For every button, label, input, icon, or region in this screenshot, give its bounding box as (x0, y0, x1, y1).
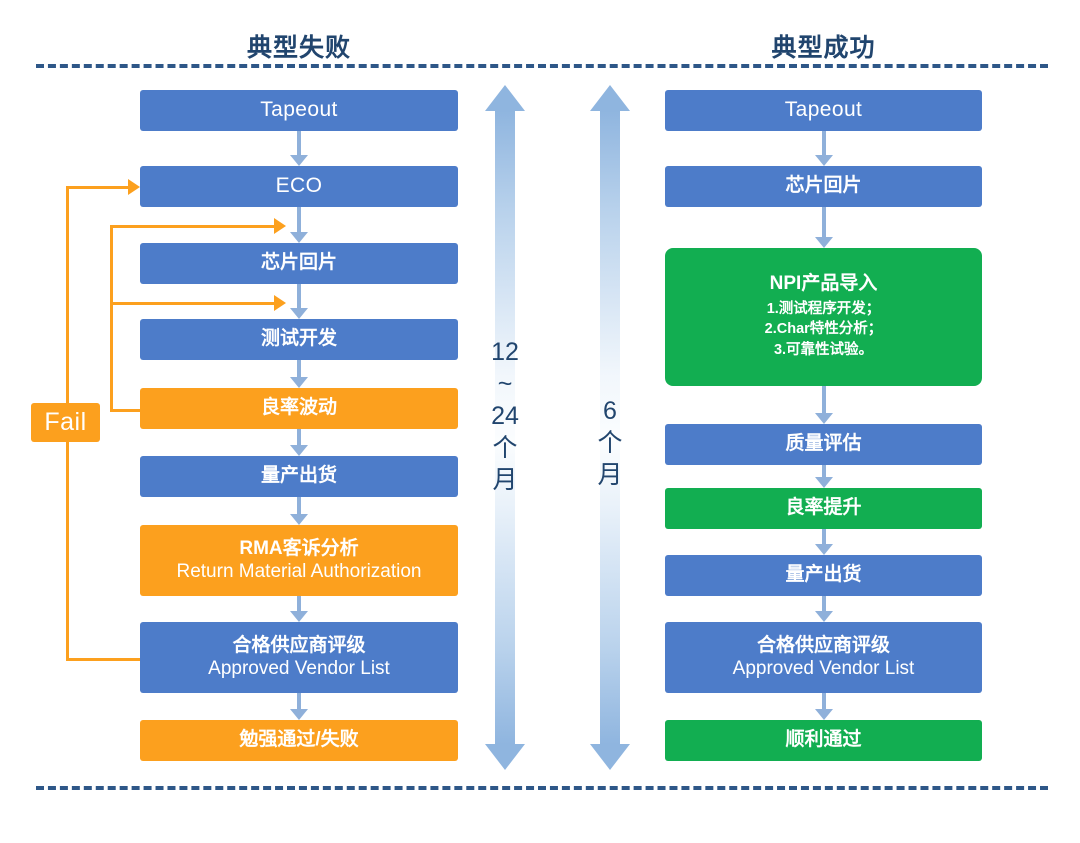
node-l-wafer-return[interactable]: 芯片回片 (140, 243, 458, 284)
node-sub-2: 2.Char特性分析； (764, 321, 883, 338)
node-l-result[interactable]: 勉强通过/失败 (140, 720, 458, 761)
node-l-eco[interactable]: ECO (140, 166, 458, 207)
node-label: 良率提升 (785, 497, 862, 519)
duration-arrow-failure (485, 85, 525, 770)
divider-bottom-dashed (36, 786, 1048, 790)
node-sublabel: Approved Vendor List (732, 657, 915, 679)
node-label: 芯片回片 (785, 175, 862, 197)
flow-arrow-r2 (815, 207, 833, 248)
flow-arrow-l3 (290, 284, 308, 319)
node-label: Tapeout (260, 98, 338, 122)
node-label: 顺利通过 (785, 729, 862, 751)
node-label: 芯片回片 (260, 252, 337, 274)
feedback-eco-horizontal (66, 186, 134, 189)
node-label: RMA客诉分析 (239, 538, 359, 560)
duration-label-failure: 12 ~ 24 个 月 (491, 338, 519, 494)
node-l-yield-fluctuation[interactable]: 良率波动 (140, 388, 458, 429)
flow-arrow-l1 (290, 131, 308, 166)
node-r-tapeout[interactable]: Tapeout (665, 90, 982, 131)
flow-arrow-r7 (815, 693, 833, 720)
feedback-wafer-horizontal (110, 225, 280, 228)
node-l-rma[interactable]: RMA客诉分析 Return Material Authorization (140, 525, 458, 596)
node-label: 合格供应商评级 (232, 635, 366, 657)
flow-arrow-l7 (290, 596, 308, 622)
feedback-testdev-arrowhead (274, 295, 286, 311)
flow-arrow-r6 (815, 596, 833, 622)
flow-arrow-l2 (290, 207, 308, 243)
column-title-success: 典型成功 (771, 34, 876, 62)
fail-tag-label: Fail (44, 408, 87, 436)
node-sublabel: Approved Vendor List (208, 657, 390, 679)
duration-arrow-success (590, 85, 630, 770)
node-sub-1: 1.测试程序开发； (766, 300, 881, 317)
node-r-result[interactable]: 顺利通过 (665, 720, 982, 761)
node-r-mass-production[interactable]: 量产出货 (665, 555, 982, 596)
feedback-eco-arrowhead (128, 179, 140, 195)
flow-arrow-r3 (815, 386, 833, 424)
flow-arrow-r1 (815, 131, 833, 166)
feedback-avl-horizontal (66, 658, 140, 661)
feedback-yield-horizontal (110, 409, 142, 412)
feedback-testdev-horizontal (110, 302, 280, 305)
flow-arrow-l8 (290, 693, 308, 720)
node-l-tapeout[interactable]: Tapeout (140, 90, 458, 131)
node-label: ECO (275, 174, 323, 198)
feedback-rail-b-vertical (110, 225, 113, 412)
node-label: 测试开发 (260, 328, 337, 350)
node-r-wafer-return[interactable]: 芯片回片 (665, 166, 982, 207)
node-label: 质量评估 (785, 433, 862, 455)
node-r-quality-assessment[interactable]: 质量评估 (665, 424, 982, 465)
fail-tag[interactable]: Fail (31, 403, 100, 442)
node-sub-3: 3.可靠性试验。 (773, 341, 874, 358)
flow-arrow-l5 (290, 429, 308, 456)
node-label: 良率波动 (260, 397, 337, 419)
divider-top-dashed (36, 64, 1048, 68)
flow-arrow-r4 (815, 465, 833, 488)
node-sublabel: Return Material Authorization (176, 560, 422, 582)
node-r-yield-improvement[interactable]: 良率提升 (665, 488, 982, 529)
feedback-wafer-arrowhead (274, 218, 286, 234)
node-l-test-development[interactable]: 测试开发 (140, 319, 458, 360)
flow-arrow-l4 (290, 360, 308, 388)
column-title-failure: 典型失败 (246, 34, 351, 62)
node-label: 合格供应商评级 (756, 635, 890, 657)
node-label: 勉强通过/失败 (239, 729, 359, 751)
node-r-avl[interactable]: 合格供应商评级 Approved Vendor List (665, 622, 982, 693)
node-label: Tapeout (784, 98, 863, 122)
node-label: NPI产品导入 (769, 273, 878, 295)
flow-arrow-l6 (290, 497, 308, 525)
node-label: 量产出货 (260, 465, 337, 487)
flow-arrow-r5 (815, 529, 833, 555)
duration-label-success: 6 个 月 (597, 397, 623, 489)
node-l-mass-production[interactable]: 量产出货 (140, 456, 458, 497)
node-r-npi[interactable]: NPI产品导入 1.测试程序开发； 2.Char特性分析； 3.可靠性试验。 (665, 248, 982, 386)
node-l-avl[interactable]: 合格供应商评级 Approved Vendor List (140, 622, 458, 693)
node-label: 量产出货 (785, 564, 862, 586)
